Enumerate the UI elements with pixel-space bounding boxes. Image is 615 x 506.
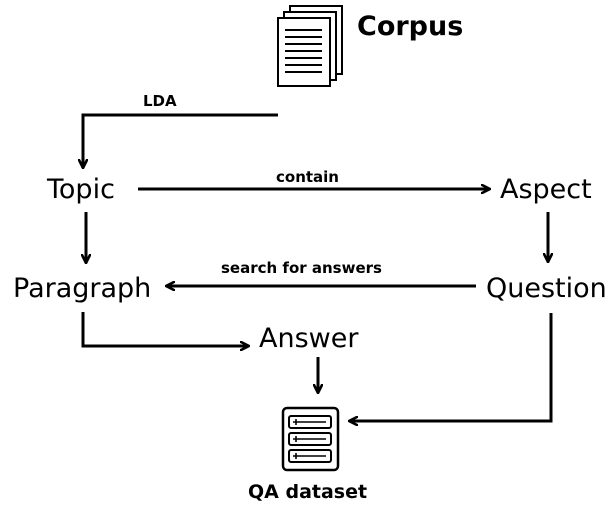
question-node: Question bbox=[486, 273, 607, 304]
lda-edge-label: LDA bbox=[143, 92, 177, 110]
paragraph-to-answer-edge bbox=[81, 312, 249, 346]
corpus-title: Corpus bbox=[357, 11, 463, 42]
aspect-node: Aspect bbox=[500, 174, 592, 205]
qa-dataset-label: QA dataset bbox=[248, 481, 367, 503]
lda-edge bbox=[83, 113, 278, 168]
dataset-icon bbox=[281, 406, 340, 472]
contain-edge-label: contain bbox=[276, 168, 339, 186]
answer-node: Answer bbox=[259, 323, 359, 354]
topic-node: Topic bbox=[46, 174, 115, 205]
search-edge-label: search for answers bbox=[221, 259, 382, 277]
paragraph-node: Paragraph bbox=[13, 273, 151, 304]
document-stack-icon bbox=[277, 5, 343, 87]
question-to-dataset-edge bbox=[349, 313, 553, 421]
